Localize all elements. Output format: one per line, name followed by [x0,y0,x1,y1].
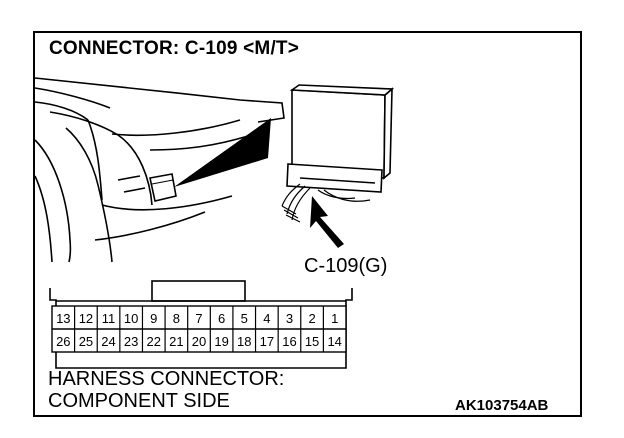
footer-line-1: HARNESS CONNECTOR: [48,368,285,390]
pin-label-19: 19 [214,334,228,349]
diagram-frame [33,31,582,417]
pin-label-11: 11 [102,311,116,326]
pin-label-13: 13 [56,311,70,326]
harness-wires [281,183,371,223]
pin-label-26: 26 [56,334,70,349]
ecu-module-drawing [286,84,395,193]
pin-label-6: 6 [218,311,225,326]
pin-label-18: 18 [237,334,251,349]
pin-label-14: 14 [327,334,341,349]
pin-label-4: 4 [263,311,270,326]
pin-label-24: 24 [101,334,115,349]
pointer-arrow-icon [310,196,344,248]
pin-label-5: 5 [241,311,248,326]
pin-label-12: 12 [79,311,93,326]
pin-label-16: 16 [282,334,296,349]
pin-label-3: 3 [286,311,293,326]
diagram-title: CONNECTOR: C-109 <M/T> [49,38,300,59]
pin-label-2: 2 [308,311,315,326]
pin-label-1: 1 [331,311,338,326]
pin-label-8: 8 [173,311,180,326]
pin-label-25: 25 [79,334,93,349]
pin-label-10: 10 [124,311,138,326]
dash-connector-icon [149,173,177,202]
zoom-wedge [174,118,271,187]
pin-label-23: 23 [124,334,138,349]
dashboard-drawing [34,77,285,263]
connector-callout-label: C-109(G) [304,255,388,277]
pin-label-22: 22 [147,334,161,349]
pin-label-9: 9 [150,311,157,326]
pin-label-15: 15 [305,334,319,349]
pin-label-17: 17 [260,334,274,349]
pin-label-21: 21 [169,334,183,349]
pin-label-20: 20 [192,334,206,349]
figure-code: AK103754AB [455,397,549,414]
pin-label-7: 7 [195,311,202,326]
footer-line-2: COMPONENT SIDE [48,390,230,412]
